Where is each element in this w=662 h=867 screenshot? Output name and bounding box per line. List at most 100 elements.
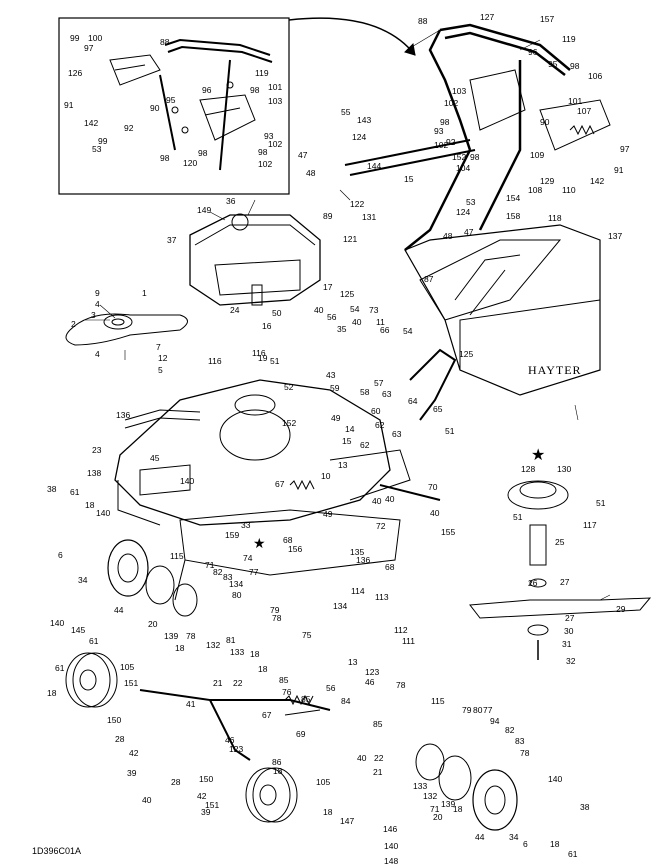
callout-99: 99 — [70, 33, 80, 43]
callout-70: 70 — [428, 482, 438, 492]
callout-121: 121 — [343, 234, 358, 244]
callout-138: 138 — [87, 468, 102, 478]
callout-123: 123 — [229, 744, 244, 754]
callout-18: 18 — [323, 807, 333, 817]
callout-85: 85 — [279, 675, 289, 685]
callout-40: 40 — [352, 317, 362, 327]
callout-18: 18 — [85, 500, 95, 510]
inset-pointer-arrow — [288, 17, 416, 56]
callout-124: 124 — [352, 132, 367, 142]
callout-21: 21 — [373, 767, 383, 777]
callout-16: 16 — [262, 321, 272, 331]
height-adjust-bar — [379, 348, 457, 501]
callout-63: 63 — [382, 389, 392, 399]
callout-69: 69 — [296, 729, 306, 739]
callout-98: 98 — [258, 147, 268, 157]
callout-5: 5 — [158, 365, 163, 375]
callout-22: 22 — [233, 678, 243, 688]
callout-146: 146 — [383, 824, 398, 834]
callout-40: 40 — [142, 795, 152, 805]
callout-98: 98 — [440, 117, 450, 127]
callout-23: 23 — [92, 445, 102, 455]
callout-26: 26 — [528, 578, 538, 588]
callout-11: 11 — [376, 317, 385, 327]
callout-51: 51 — [445, 426, 455, 436]
callout-64: 64 — [408, 396, 418, 406]
callout-133: 133 — [413, 781, 428, 791]
callout-101: 101 — [268, 82, 283, 92]
callout-56: 56 — [326, 683, 336, 693]
callout-98: 98 — [470, 152, 480, 162]
front-axle — [139, 689, 331, 761]
callout-84: 84 — [341, 696, 351, 706]
callout-86: 86 — [272, 757, 282, 767]
callout-136: 136 — [116, 410, 131, 420]
callout-30: 30 — [564, 626, 574, 636]
callout-40: 40 — [385, 494, 395, 504]
callout-96: 96 — [528, 47, 538, 57]
callout-67: 67 — [262, 710, 272, 720]
callout-75: 75 — [302, 630, 312, 640]
callout-24: 24 — [230, 305, 240, 315]
callout-143: 143 — [357, 115, 372, 125]
callout-85: 85 — [373, 719, 383, 729]
callout-89: 89 — [323, 211, 333, 221]
callout-92: 92 — [446, 137, 456, 147]
callout-140: 140 — [548, 774, 563, 784]
callout-43: 43 — [326, 370, 336, 380]
wheel-front-right — [245, 767, 298, 823]
callout-139: 139 — [441, 799, 456, 809]
callout-51: 51 — [596, 498, 606, 508]
callout-98: 98 — [160, 153, 170, 163]
springs — [284, 124, 595, 706]
callout-103: 103 — [452, 86, 467, 96]
callout-52: 52 — [284, 382, 294, 392]
drive-belt — [65, 313, 188, 346]
callout-68: 68 — [385, 562, 395, 572]
callout-6: 6 — [58, 550, 63, 560]
callout-117: 117 — [583, 520, 597, 530]
callout-119: 119 — [255, 68, 269, 78]
callout-112: 112 — [394, 625, 408, 635]
callout-147: 147 — [340, 816, 355, 826]
callout-78: 78 — [186, 631, 196, 641]
callout-80: 80 — [473, 705, 483, 715]
callout-20: 20 — [148, 619, 158, 629]
callout-111: 111 — [402, 636, 415, 646]
callout-139: 139 — [164, 631, 179, 641]
callout-73: 73 — [369, 305, 379, 315]
callout-49: 49 — [323, 509, 333, 519]
callout-107: 107 — [577, 106, 592, 116]
callout-44: 44 — [114, 605, 124, 615]
callout-48: 48 — [306, 168, 316, 178]
callout-94: 94 — [490, 716, 500, 726]
inset-handle-assembly — [109, 38, 273, 171]
callout-116: 116 — [252, 348, 266, 358]
callout-46: 46 — [365, 677, 375, 687]
callout-21: 21 — [213, 678, 223, 688]
callout-53: 53 — [92, 144, 102, 154]
callout-40: 40 — [372, 496, 382, 506]
callout-72: 72 — [376, 521, 386, 531]
callout-25: 25 — [555, 537, 565, 547]
callout-128: 128 — [521, 464, 536, 474]
callout-39: 39 — [201, 807, 211, 817]
callout-91: 91 — [614, 165, 624, 175]
callout-98: 98 — [250, 85, 260, 95]
callout-131: 131 — [362, 212, 377, 222]
callout-14: 14 — [345, 424, 355, 434]
callout-77: 77 — [483, 705, 493, 715]
callout-150: 150 — [107, 715, 122, 725]
callout-71: 71 — [430, 804, 440, 814]
callout-53: 53 — [466, 197, 476, 207]
callout-123: 123 — [365, 667, 380, 677]
callout-155: 155 — [441, 527, 456, 537]
callout-38: 38 — [580, 802, 590, 812]
callout-115: 115 — [170, 551, 184, 561]
callout-132: 132 — [423, 791, 438, 801]
callout-113: 113 — [375, 592, 389, 602]
baffle — [174, 509, 401, 601]
callout-85: 85 — [301, 694, 311, 704]
callout-32: 32 — [566, 656, 576, 666]
callout-6: 6 — [523, 839, 528, 849]
